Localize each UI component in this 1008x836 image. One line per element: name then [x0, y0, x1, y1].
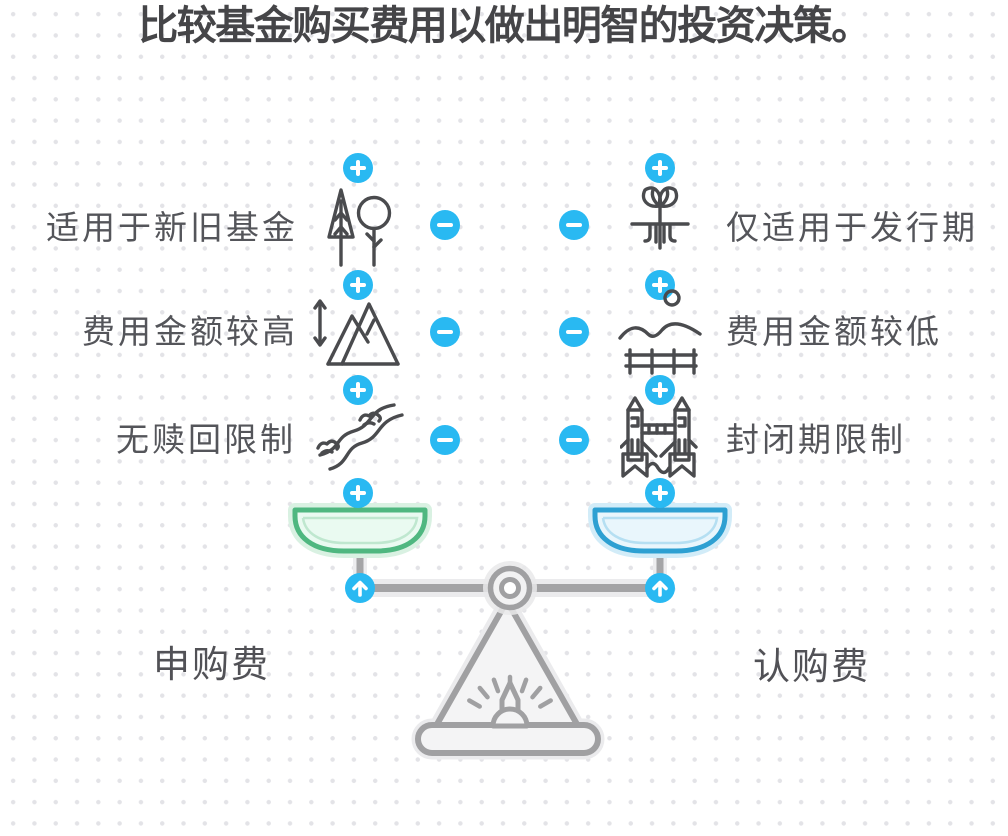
plus-icon	[645, 375, 675, 405]
right-pan-label: 认购费	[753, 646, 870, 687]
right-up-arrow-icon	[645, 573, 675, 603]
seedling-icon	[630, 186, 690, 250]
balance-scale	[288, 503, 732, 760]
row-label-right-1: 仅适用于发行期	[726, 209, 978, 246]
page-title: 比较基金购买费用以做出明智的投资决策。	[138, 4, 871, 48]
left-up-arrow-icon	[345, 573, 375, 603]
pivot-inner	[499, 577, 521, 599]
row-label-left-3: 无赎回限制	[116, 421, 296, 458]
river-icon	[316, 403, 404, 471]
right-pan	[588, 503, 732, 558]
minus-icon	[559, 317, 589, 347]
plus-icon	[645, 270, 675, 300]
minus-icon	[430, 425, 460, 455]
left-pan	[288, 503, 432, 558]
plus-icon	[343, 270, 373, 300]
minus-icon	[430, 210, 460, 240]
hills-fence-icon	[618, 289, 702, 375]
minus-icon	[430, 317, 460, 347]
plus-icon	[645, 153, 675, 183]
plus-icon	[645, 478, 675, 508]
plus-icon	[343, 153, 373, 183]
minus-icon	[559, 210, 589, 240]
row-label-right-3: 封闭期限制	[726, 421, 906, 458]
trees-icon	[327, 188, 392, 267]
tower-bridge-icon	[620, 396, 698, 478]
row-label-left-1: 适用于新旧基金	[46, 209, 298, 246]
scale-base	[415, 722, 601, 756]
gauge-hub-icon	[490, 706, 530, 729]
mountains-icon	[313, 299, 400, 366]
plus-icon	[343, 478, 373, 508]
plus-icon	[343, 375, 373, 405]
row-label-right-2: 费用金额较低	[726, 313, 942, 350]
gauge-ticks-icon	[467, 674, 553, 709]
minus-icon	[559, 425, 589, 455]
row-label-left-2: 费用金额较高	[82, 313, 298, 350]
left-pan-label: 申购费	[153, 644, 270, 685]
